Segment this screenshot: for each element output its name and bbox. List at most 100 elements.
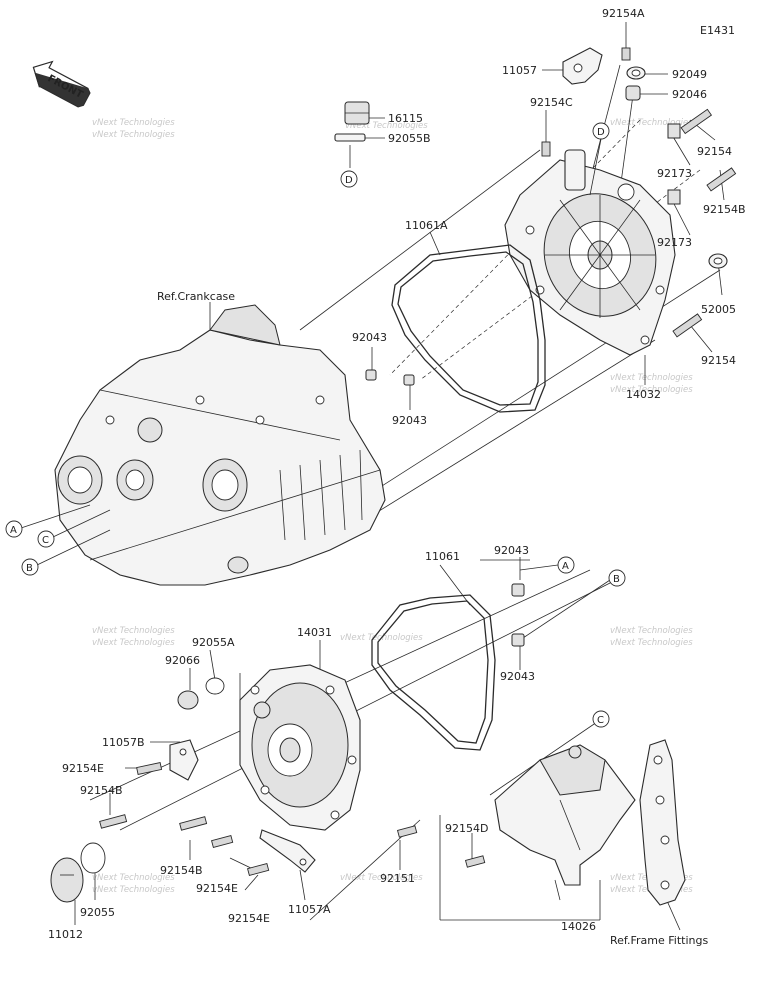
label-92154E-a: 92154E — [62, 762, 104, 775]
label-14026: 14026 — [561, 920, 596, 933]
label-92154A: 92154A — [602, 7, 645, 20]
callout-D-1-label: D — [345, 175, 353, 186]
bolt-92154E-b — [211, 834, 234, 849]
label-92043-a: 92043 — [352, 331, 387, 344]
watermark-3: vNext Technologies — [345, 121, 428, 131]
label-92043-b: 92043 — [392, 414, 427, 427]
bolt-92154-mid — [672, 313, 703, 338]
callout-A-left-label: A — [10, 525, 17, 536]
bolt-92154E-c — [247, 862, 270, 877]
callout-C-right — [592, 710, 610, 728]
bolt-92154B-a — [99, 814, 128, 829]
label-92154D: 92154D — [445, 822, 488, 835]
watermark-12: vNext Technologies — [92, 873, 175, 883]
label-11012: 11012 — [48, 928, 83, 941]
bearing-92046 — [625, 85, 641, 101]
bolt-92154E-a — [136, 762, 163, 775]
watermark-13: vNext Technologies — [92, 885, 175, 895]
callout-A-left — [5, 520, 23, 538]
crankcase-ref — [54, 304, 386, 586]
label-92154B-top: 92154B — [703, 203, 746, 216]
label-11057B: 11057B — [102, 736, 145, 749]
dowel-92043-b — [403, 374, 415, 386]
watermark-1: vNext Technologies — [92, 118, 175, 128]
label-11061: 11061 — [425, 550, 460, 563]
label-14032: 14032 — [626, 388, 661, 401]
callout-D-2-label: D — [597, 127, 605, 138]
callout-C-left — [37, 530, 55, 548]
bracket-11057B — [169, 739, 199, 781]
label-52005: 52005 — [701, 303, 736, 316]
cover-14031 — [239, 664, 361, 831]
label-92154B-a: 92154B — [80, 784, 123, 797]
gasket-11061A — [391, 244, 546, 413]
label-92043-d: 92043 — [500, 670, 535, 683]
cap-11012 — [50, 857, 84, 903]
label-11057A: 11057A — [288, 903, 331, 916]
label-92154-top: 92154 — [697, 145, 732, 158]
label-92154B-b: 92154B — [160, 864, 203, 877]
label-11057: 11057 — [502, 64, 537, 77]
collar-92173-b — [667, 189, 681, 205]
cover-14032 — [504, 149, 676, 356]
label-92043-c: 92043 — [494, 544, 529, 557]
label-92154C: 92154C — [530, 96, 573, 109]
label-16115: 16115 — [388, 112, 423, 125]
label-92173-b: 92173 — [657, 236, 692, 249]
dowel-92043-d — [511, 633, 525, 647]
watermark-10: vNext Technologies — [610, 626, 693, 636]
label-11061A: 11061A — [405, 219, 448, 232]
gasket-11061 — [371, 594, 496, 751]
collar-92173-a — [667, 123, 681, 139]
label-ref-frame-fittings: Ref.Frame Fittings — [610, 934, 708, 947]
dowel-92043-c — [511, 583, 525, 597]
label-92151: 92151 — [380, 872, 415, 885]
callout-A-right-label: A — [562, 561, 569, 572]
oring-92055 — [80, 842, 106, 874]
part-labels: 92154A 11057 92049 92046 92154C 16115 92… — [48, 7, 746, 947]
bolt-92154C — [541, 141, 551, 157]
label-92055A: 92055A — [192, 636, 235, 649]
bolt-92154D — [464, 855, 486, 868]
label-92154E-c: 92154E — [228, 912, 270, 925]
label-92046: 92046 — [672, 88, 707, 101]
callout-C-right-label: C — [597, 715, 604, 726]
watermark-6: vNext Technologies — [610, 385, 693, 395]
label-ref-crankcase: Ref.Crankcase — [157, 290, 235, 303]
dowel-92043-a — [365, 369, 377, 381]
watermark-2: vNext Technologies — [92, 130, 175, 140]
watermark-7: vNext Technologies — [92, 626, 175, 636]
cover-14026 — [494, 744, 636, 886]
label-92055B: 92055B — [388, 132, 431, 145]
label-92154-mid: 92154 — [701, 354, 736, 367]
diagram-code: E1431 — [700, 24, 735, 37]
label-92055: 92055 — [80, 906, 115, 919]
oring-92055B — [334, 133, 366, 142]
label-14031: 14031 — [297, 626, 332, 639]
frame-fittings-ref — [639, 739, 686, 906]
callout-B-left-label: B — [26, 563, 33, 574]
label-92049: 92049 — [672, 68, 707, 81]
watermark-14: vNext Technologies — [340, 873, 423, 883]
oring-92055A — [205, 677, 225, 695]
label-92154E-b: 92154E — [196, 882, 238, 895]
label-92173-a: 92173 — [657, 167, 692, 180]
callout-lines-left — [20, 504, 111, 566]
label-92066: 92066 — [165, 654, 200, 667]
bolt-92154B-top — [706, 167, 737, 192]
callout-A-right — [557, 556, 575, 574]
callout-C-left-label: C — [42, 535, 49, 546]
screw-92151 — [396, 825, 418, 838]
bolt-92154B-b — [179, 816, 208, 831]
bracket-11057 — [562, 47, 603, 85]
watermark-11: vNext Technologies — [610, 638, 693, 648]
callout-B-left — [21, 558, 39, 576]
bolt-92154-top — [680, 108, 713, 135]
bolt-92154A — [621, 47, 631, 61]
watermark-4: vNext Technologies — [610, 118, 693, 128]
front-arrow-icon: FRONT — [32, 60, 91, 108]
watermark-5: vNext Technologies — [610, 373, 693, 383]
callout-D-1 — [340, 170, 358, 188]
